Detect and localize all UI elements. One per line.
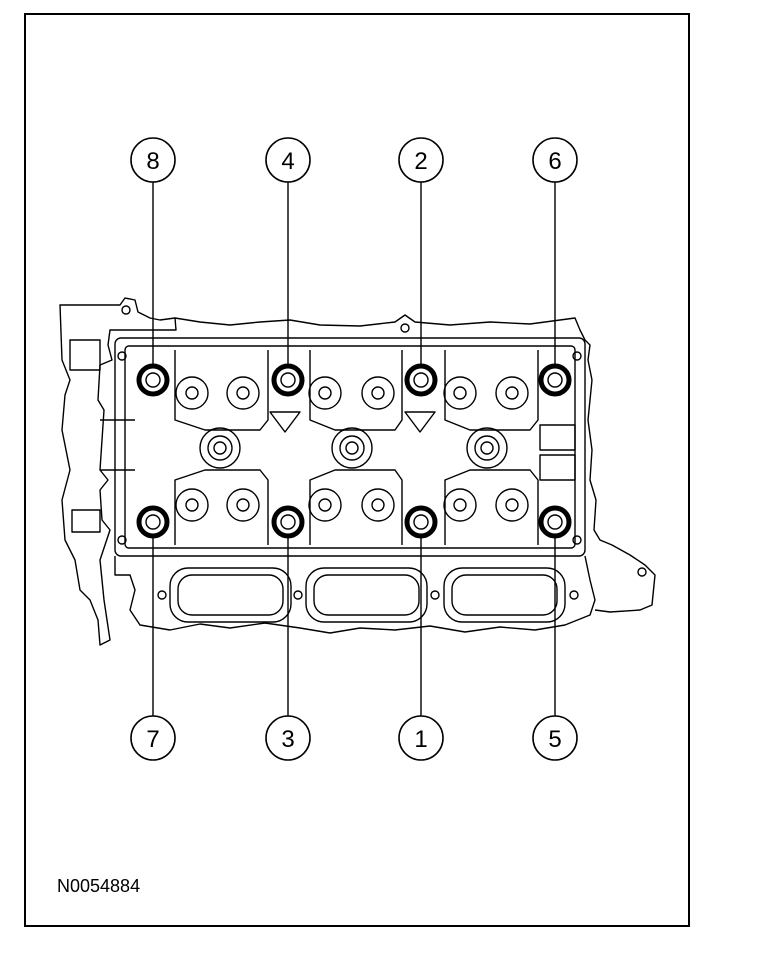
callout-6: 6 — [532, 137, 578, 183]
head-bolt-1 — [404, 505, 438, 539]
callout-2: 2 — [398, 137, 444, 183]
head-bolt-3 — [271, 505, 305, 539]
callout-label: 7 — [146, 726, 159, 753]
callout-4: 4 — [265, 137, 311, 183]
leader-lines — [152, 182, 556, 716]
head-front-flange — [59, 297, 177, 646]
valve-retainers-top — [175, 376, 529, 410]
exhaust-port-3 — [451, 574, 558, 616]
head-top-rail — [174, 314, 593, 381]
head-bolt-7 — [136, 505, 170, 539]
callout-label: 6 — [548, 148, 561, 175]
cam-journals — [174, 350, 576, 545]
callout-5: 5 — [532, 715, 578, 761]
head-rear-end — [587, 379, 656, 613]
cylinder-head — [59, 297, 656, 646]
head-bolt-6 — [538, 363, 572, 397]
callout-label: 3 — [281, 726, 294, 753]
figure-frame — [24, 13, 690, 927]
spark-plug-wells — [199, 411, 508, 469]
callout-label: 8 — [146, 148, 159, 175]
head-bolt-2 — [404, 363, 438, 397]
head-deck — [114, 337, 586, 557]
figure-id-label: N0054884 — [57, 876, 141, 896]
exhaust-port-1 — [177, 574, 284, 616]
head-bolt-4 — [271, 363, 305, 397]
valve-retainers-bottom — [175, 488, 529, 522]
exhaust-port-2 — [313, 574, 420, 616]
callout-1: 1 — [398, 715, 444, 761]
callout-label: 4 — [281, 148, 294, 175]
head-bolt-5 — [538, 505, 572, 539]
port-flange — [114, 555, 596, 634]
callouts-bottom: 7 3 1 5 — [130, 715, 578, 761]
callouts-top: 8 4 2 6 — [130, 137, 578, 183]
callout-label: 5 — [548, 726, 561, 753]
callout-8: 8 — [130, 137, 176, 183]
callout-7: 7 — [130, 715, 176, 761]
head-bolt-8 — [136, 363, 170, 397]
head-bolts — [136, 363, 572, 539]
callout-label: 2 — [414, 148, 427, 175]
callout-label: 1 — [414, 726, 427, 753]
callout-3: 3 — [265, 715, 311, 761]
